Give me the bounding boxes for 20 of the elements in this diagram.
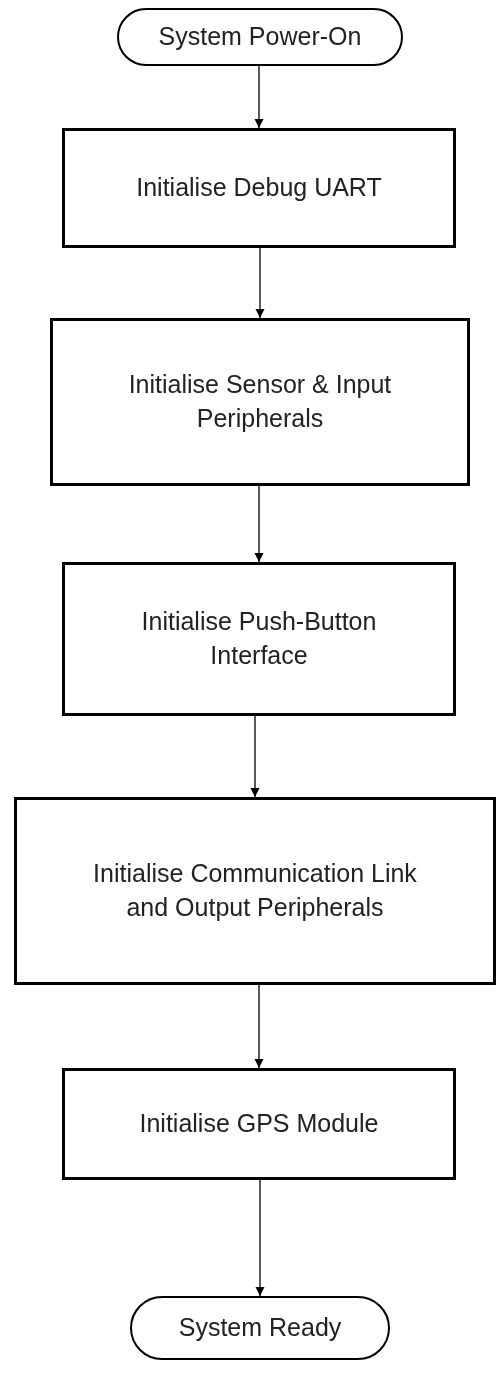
- arrow: [254, 65, 264, 129]
- node-label: System Power-On: [158, 21, 362, 53]
- process-box: [62, 128, 456, 248]
- node-label: Initialise Push-Button Interface: [140, 606, 378, 671]
- arrow: [250, 715, 260, 798]
- node-label: Initialise Debug UART: [136, 172, 382, 204]
- process-box: [62, 1068, 456, 1180]
- node-label: Initialise Sensor & Input Peripherals: [127, 369, 393, 434]
- process-box: [14, 797, 496, 985]
- arrow: [255, 1179, 265, 1297]
- arrow: [254, 485, 264, 563]
- node-label: Initialise Communication Link and Output Peripherals: [92, 858, 418, 923]
- arrow: [255, 247, 265, 319]
- process-box: [50, 318, 470, 486]
- arrow: [254, 984, 264, 1069]
- node-label: Initialise GPS Module: [139, 1108, 379, 1140]
- node-label: System Ready: [178, 1312, 342, 1344]
- terminal-pill: [130, 1296, 390, 1360]
- terminal-pill: [117, 8, 403, 66]
- process-box: [62, 562, 456, 716]
